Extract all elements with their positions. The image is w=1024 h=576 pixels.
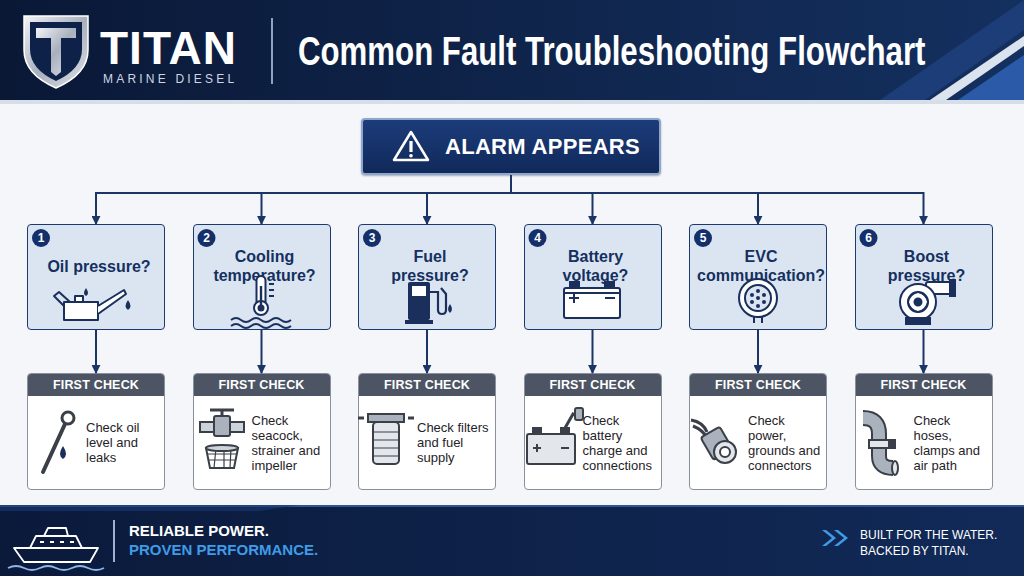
filter-icon [358,414,414,464]
logo-text: TITAN [100,24,237,72]
dipstick-icon [43,412,74,472]
check-text-area: Check power, grounds and connectors [748,396,822,489]
check-text-area: Check filters and fuel supply [417,396,491,489]
check-text-area: Check seacock, strainer and impeller [252,396,326,489]
check-text: Check power, grounds and connectors [748,413,822,473]
check-heading: FIRST CHECK [856,374,992,396]
flow-arrow [511,175,924,224]
tagline-text: BUILT FOR THE WATER. BACKED BY TITAN. [860,527,1010,559]
flow-arrow [757,330,759,373]
question-text-area: Boost pressure? [856,237,992,295]
flow-arrow [511,175,758,224]
callout-number: 5 [694,229,712,247]
check-box: FIRST CHECK Check power, grounds and conn… [689,373,827,490]
check-text-area: Check hoses, clamps and air path [914,396,988,489]
check-text: Check filters and fuel supply [417,420,491,465]
fuel-pump-icon [405,282,452,324]
question-box: Fuel pressure? [358,224,496,330]
question-text-area: Oil pressure? [28,237,164,295]
flow-arrow [592,330,594,373]
question-box: Battery voltage? [524,224,662,330]
logo-subtitle: MARINE DIESEL [103,72,237,86]
question-text: EVC communication? [697,247,825,285]
turbo-icon [900,280,955,324]
question-text: Cooling temperature? [208,247,322,285]
page-title: Common Fault Troubleshooting Flowchart [298,29,925,73]
question-text-area: Cooling temperature? [194,237,330,295]
battery-clamp-icon [527,408,583,464]
check-text: Check seacock, strainer and impeller [252,413,326,473]
question-box: Cooling temperature? [193,224,331,330]
callout-number: 6 [860,229,878,247]
hose-clamp-icon [863,418,898,475]
check-heading: FIRST CHECK [194,374,330,396]
check-box: FIRST CHECK Check battery charge and conn… [524,373,662,490]
question-text: Boost pressure? [870,247,984,285]
flow-arrow [923,330,925,373]
alarm-text: ALARM APPEARS [445,134,640,160]
question-text-area: Fuel pressure? [359,237,495,295]
oil-can-icon [54,288,131,320]
check-box: FIRST CHECK Check oil level and leaks [27,373,165,490]
check-heading: FIRST CHECK [525,374,661,396]
callout-number: 1 [32,229,50,247]
question-text-area: Battery voltage? [525,237,661,295]
callout-number: 3 [363,229,381,247]
alarm-box: ALARM APPEARS [361,118,661,175]
slogan-text: RELIABLE POWER. [129,522,269,540]
callout-number: 4 [529,229,547,247]
question-text-area: EVC communication? [690,237,826,295]
flow-arrow [96,175,511,224]
check-text: Check oil level and leaks [86,420,160,465]
check-box: FIRST CHECK Check filters and fuel supply [358,373,496,490]
thermometer-icon [231,276,291,328]
question-box: Boost pressure? [855,224,993,330]
check-text: Check hoses, clamps and air path [914,413,988,473]
check-box: FIRST CHECK Check hoses, clamps and air p… [855,373,993,490]
warning-icon [394,132,428,160]
flow-arrow [427,175,511,224]
question-box: EVC communication? [689,224,827,330]
check-heading: FIRST CHECK [690,374,826,396]
battery-icon [564,282,620,318]
check-heading: FIRST CHECK [359,374,495,396]
check-box: FIRST CHECK Check seacock, strainer and i… [193,373,331,490]
question-text: Oil pressure? [47,257,150,276]
connector-icon [739,279,777,323]
check-heading: FIRST CHECK [28,374,164,396]
flow-arrow [261,330,263,373]
callout-number: 2 [198,229,216,247]
flow-arrow [262,175,512,224]
plug-icon [691,420,736,463]
slogan-text: PROVEN PERFORMANCE. [129,541,318,559]
flow-arrow [426,330,428,373]
question-text: Fuel pressure? [373,247,487,285]
seacock-icon [200,410,244,468]
check-text-area: Check oil level and leaks [86,396,160,489]
question-box: Oil pressure? [27,224,165,330]
question-text: Battery voltage? [539,247,653,285]
flow-arrow [511,175,593,224]
check-text-area: Check battery charge and connections [583,396,657,489]
check-text: Check battery charge and connections [583,413,657,473]
flow-arrow [95,330,97,373]
